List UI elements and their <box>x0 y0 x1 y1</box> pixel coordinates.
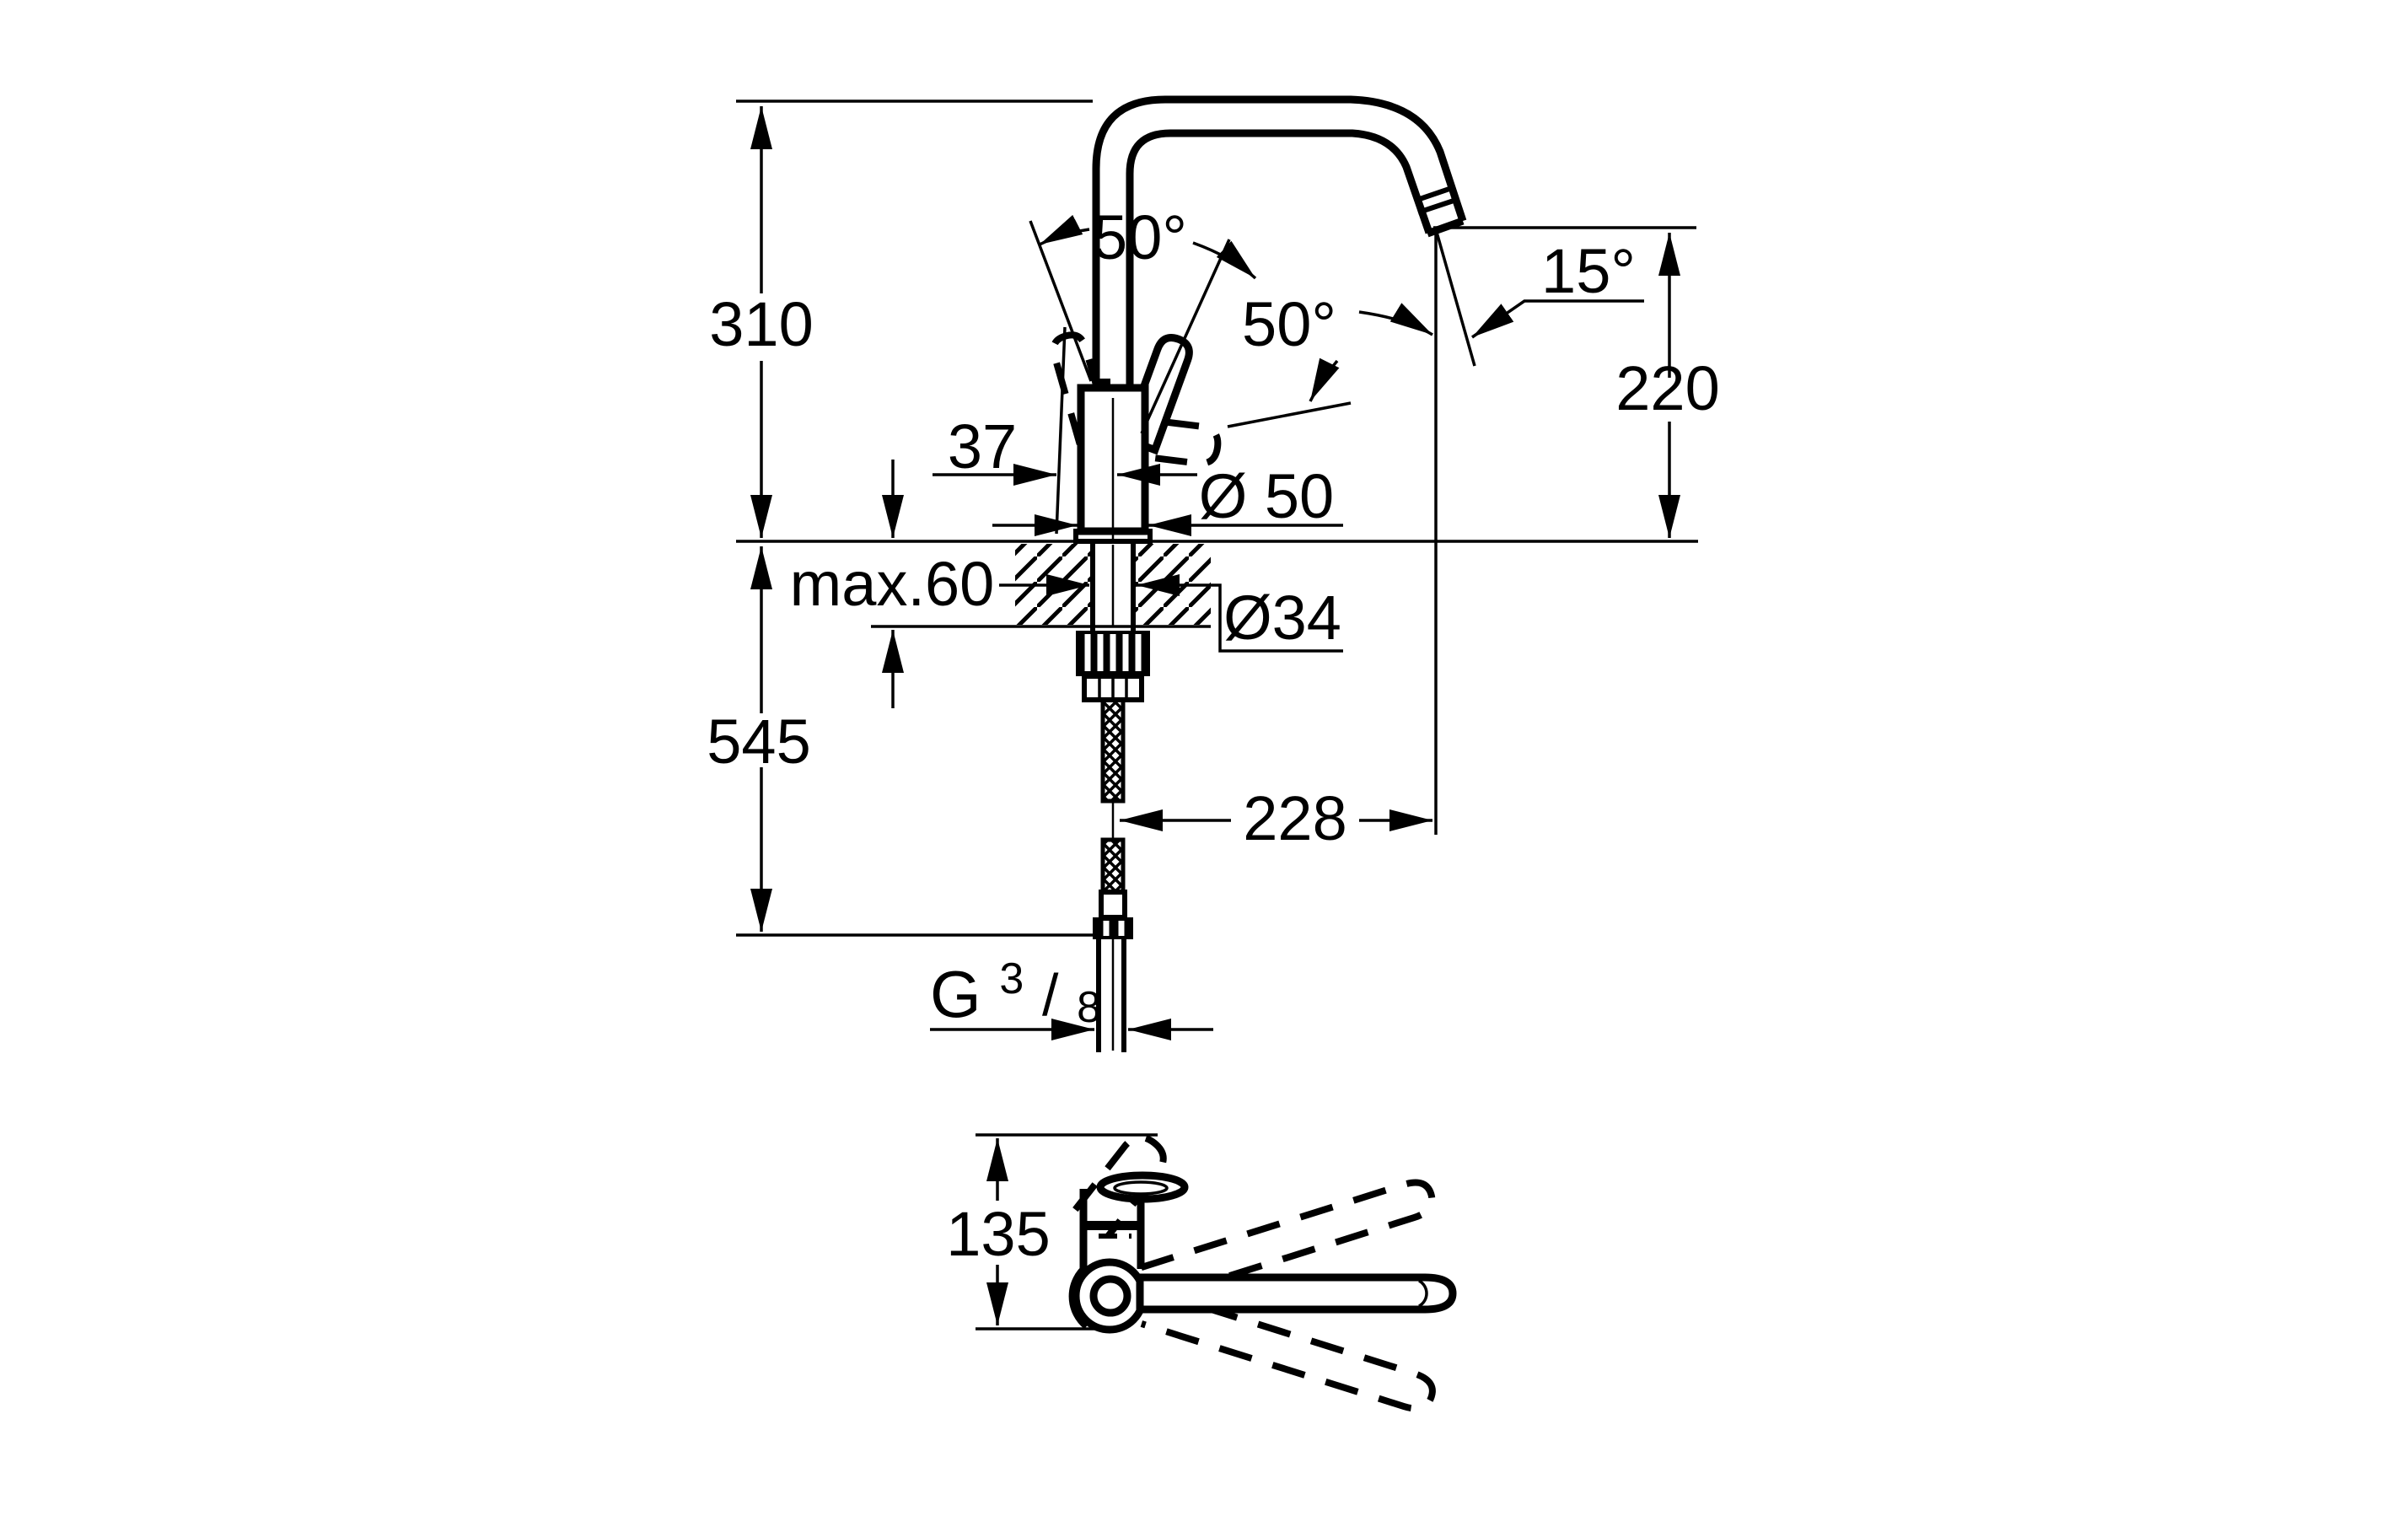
dim-dia50-label: Ø 50 <box>1199 461 1334 531</box>
dim-545: 545 <box>707 546 811 932</box>
side-arm-down-outline <box>1140 1287 1436 1412</box>
spout-outer-edge <box>1092 95 1467 392</box>
angle-50-left-arc-b <box>1192 240 1257 280</box>
ext-line-handle-offset <box>1055 326 1067 535</box>
axis-handle-horizontal <box>1227 401 1352 428</box>
angle-50-left-label: 50° <box>1093 202 1187 272</box>
dim-135: 135 <box>946 1133 1158 1331</box>
ref-line-outlet-tilt <box>1434 228 1476 367</box>
supply-hose-upper <box>1100 697 1126 804</box>
hose-end-nut <box>1093 917 1133 939</box>
angle-50-right-label: 50° <box>1242 289 1336 359</box>
angle-50-left-arc-a <box>1039 214 1090 246</box>
dim-37: 37 <box>933 411 1197 486</box>
side-view: 135 <box>946 1133 1457 1412</box>
dim-dia34-label: Ø34 <box>1223 583 1341 653</box>
side-handle-paddle-inner <box>1113 1180 1169 1196</box>
aerator-band-1 <box>1417 198 1454 215</box>
dim-g38: G 3 / 8 <box>930 933 1213 1040</box>
spout-inner-edge <box>1126 129 1433 392</box>
side-arm-solid <box>1136 1273 1457 1314</box>
dim-135-label: 135 <box>946 1199 1050 1269</box>
undercounter-assembly <box>1076 631 1150 1052</box>
dim-max60: max.60 <box>790 460 995 708</box>
dim-dia34: Ø34 <box>999 574 1343 653</box>
dim-dia34-leader <box>1137 574 1343 653</box>
angle-50-right-arc-a <box>1309 357 1340 402</box>
construction-lines <box>736 99 1696 937</box>
dim-g38-label: G 3 / 8 <box>930 933 1101 1032</box>
angle-15-leader <box>1471 299 1644 339</box>
side-arm-down-dashed <box>1140 1287 1436 1412</box>
mounting-nut-knurling <box>1084 634 1142 671</box>
axis-handle-right <box>1140 239 1231 434</box>
thread-slash: / <box>1042 962 1059 1028</box>
angle-15: 15° <box>1471 236 1644 339</box>
side-handle-paddle <box>1096 1171 1189 1203</box>
handle-position-horizontal-dashed <box>1110 412 1222 467</box>
angle-50-left: 50° <box>1039 202 1257 280</box>
cartridge-notch <box>1096 379 1110 390</box>
angle-50-right: 50° <box>1242 289 1433 402</box>
side-pivot-flange-arc <box>1068 1263 1088 1330</box>
axis-handle-left <box>1029 220 1093 382</box>
side-pivot-inner <box>1089 1275 1131 1317</box>
thread-denominator: 8 <box>1077 983 1101 1032</box>
dim-228-label: 228 <box>1243 783 1346 853</box>
aerator-band-2 <box>1414 186 1450 203</box>
side-arm-up-outline <box>1140 1179 1436 1304</box>
side-body-band <box>1082 1221 1142 1230</box>
thread-numerator: 3 <box>999 954 1024 1003</box>
hose-end-collar <box>1099 890 1127 920</box>
angle-15-label: 15° <box>1541 236 1636 306</box>
side-handle-up-dashed <box>1072 1133 1167 1238</box>
dim-dia50: Ø 50 <box>992 461 1343 536</box>
side-arm-end-detail <box>1418 1279 1428 1308</box>
thread-prefix: G <box>930 957 981 1031</box>
side-handle-up-outline <box>1072 1133 1167 1238</box>
dim-220: 220 <box>1615 233 1720 538</box>
dim-545-label: 545 <box>707 707 810 777</box>
supply-hose-lower <box>1100 837 1126 895</box>
dim-37-label: 37 <box>948 411 1017 481</box>
handle-horizontal-outline <box>1110 412 1222 467</box>
dim-310: 310 <box>709 106 814 538</box>
angle-50-right-arc-b <box>1358 303 1433 336</box>
dim-310-label: 310 <box>709 289 813 359</box>
dim-228: 228 <box>1120 783 1432 853</box>
dim-max60-label: max.60 <box>790 549 995 619</box>
side-arm-up-dashed <box>1140 1179 1436 1304</box>
dim-220-label: 220 <box>1615 353 1719 423</box>
